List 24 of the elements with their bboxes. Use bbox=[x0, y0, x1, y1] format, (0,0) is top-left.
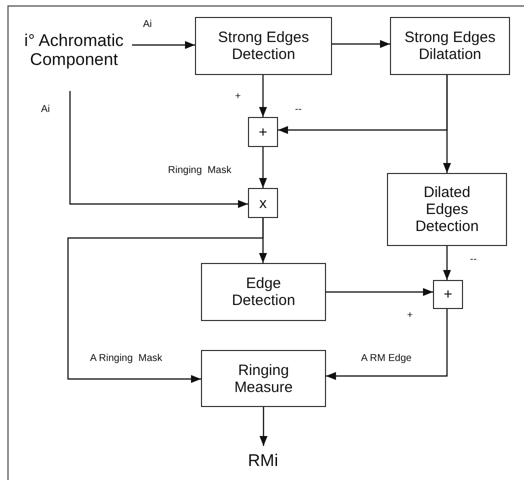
sum-junction: + bbox=[433, 280, 463, 309]
arrow bbox=[67, 218, 264, 383]
process-box: Ringing Measure bbox=[201, 350, 326, 407]
edge-label: Ringing Mask bbox=[167, 165, 232, 177]
output-label: RMi bbox=[240, 448, 286, 472]
arrow bbox=[132, 41, 195, 49]
input-label: i° Achromatic Component bbox=[18, 28, 130, 72]
process-box: Strong Edges Dilatation bbox=[390, 17, 510, 75]
arrow bbox=[259, 147, 267, 188]
product-junction: x bbox=[248, 188, 278, 218]
arrow bbox=[69, 91, 248, 208]
arrow bbox=[332, 40, 390, 48]
edge-label: A Ringing Mask bbox=[89, 353, 164, 365]
arrow bbox=[259, 75, 267, 117]
arrow bbox=[443, 75, 451, 173]
process-box: Strong Edges Detection bbox=[195, 17, 332, 75]
arrow bbox=[443, 246, 451, 280]
arrow bbox=[326, 288, 433, 296]
process-box: Dilated Edges Detection bbox=[387, 173, 507, 246]
process-box: Edge Detection bbox=[201, 263, 326, 321]
edge-label: A RM Edge bbox=[360, 353, 413, 365]
arrow bbox=[260, 407, 268, 446]
arrow bbox=[326, 309, 448, 380]
sum-junction: + bbox=[248, 117, 278, 147]
